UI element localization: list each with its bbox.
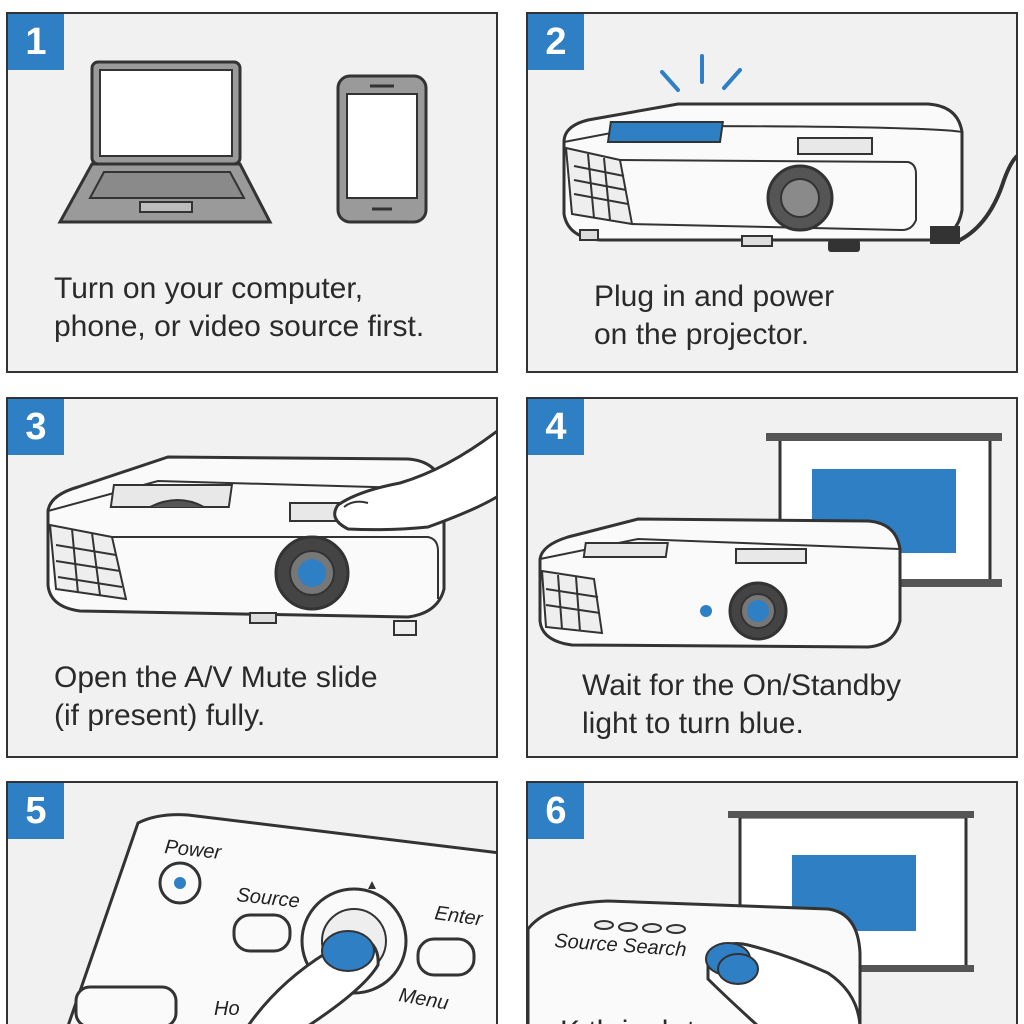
- step-number-badge: 4: [528, 399, 584, 455]
- standby-light: [700, 605, 712, 617]
- step-caption-line1: K th i e b t: [560, 1013, 695, 1024]
- source-button: [232, 913, 292, 953]
- laptop-icon: [57, 60, 273, 224]
- step-number-badge: 5: [8, 783, 64, 839]
- devices-illustration: [57, 60, 428, 224]
- step-1-panel: 1 Turn on your computer, phone, or video…: [6, 12, 498, 373]
- projector-icon: [562, 102, 964, 252]
- finger-icon: [705, 942, 862, 1024]
- standby-light-illustration: [538, 433, 1002, 649]
- step-number-badge: 6: [528, 783, 584, 839]
- power-glow-icon: [660, 54, 742, 92]
- step-2-panel: 2 Pl: [526, 12, 1018, 373]
- source-search-illustration: Source Search: [528, 811, 974, 1024]
- step-4-panel: 4 Wait for the On/Standby light to turn: [526, 397, 1018, 758]
- power-button: [158, 861, 202, 905]
- step-caption-line1: Plug in and power: [594, 280, 835, 313]
- step-3-panel: 3 Open the A/V Mute slide: [6, 397, 498, 758]
- step-caption-line2: light to turn blue.: [582, 707, 804, 740]
- step-caption-line1: Open the A/V Mute slide: [54, 661, 378, 694]
- usb-button: [74, 985, 178, 1024]
- av-mute-illustration: [46, 430, 496, 636]
- control-panel-illustration: Power Source Enter Menu Ho: [67, 813, 496, 1024]
- step-caption-line1: Turn on your computer,: [54, 272, 364, 305]
- step-caption-line1: Wait for the On/Standby: [582, 669, 902, 702]
- phone-icon: [336, 74, 428, 224]
- step-caption-line2: (if present) fully.: [54, 699, 266, 732]
- finger-icon: [247, 930, 380, 1024]
- finger-icon: [333, 430, 496, 532]
- projection-screen-icon: [728, 811, 974, 972]
- step-5-panel: 5 Power Source Enter Menu Ho: [6, 781, 498, 1024]
- step-number-badge: 1: [8, 14, 64, 70]
- projector-icon: [538, 517, 902, 649]
- projector-icon: [46, 455, 446, 636]
- step-caption-line2: on the projector.: [594, 318, 810, 351]
- enter-button: [416, 937, 476, 977]
- step-caption-line2: phone, or video source first.: [54, 310, 425, 343]
- power-cable-icon: [930, 154, 1016, 244]
- step-6-panel: 6 Source Search K th i e b t: [526, 781, 1018, 1024]
- partial-label: Ho: [214, 998, 240, 1020]
- step-number-badge: 2: [528, 14, 584, 70]
- step-number-badge: 3: [8, 399, 64, 455]
- projector-power-illustration: [562, 54, 1016, 252]
